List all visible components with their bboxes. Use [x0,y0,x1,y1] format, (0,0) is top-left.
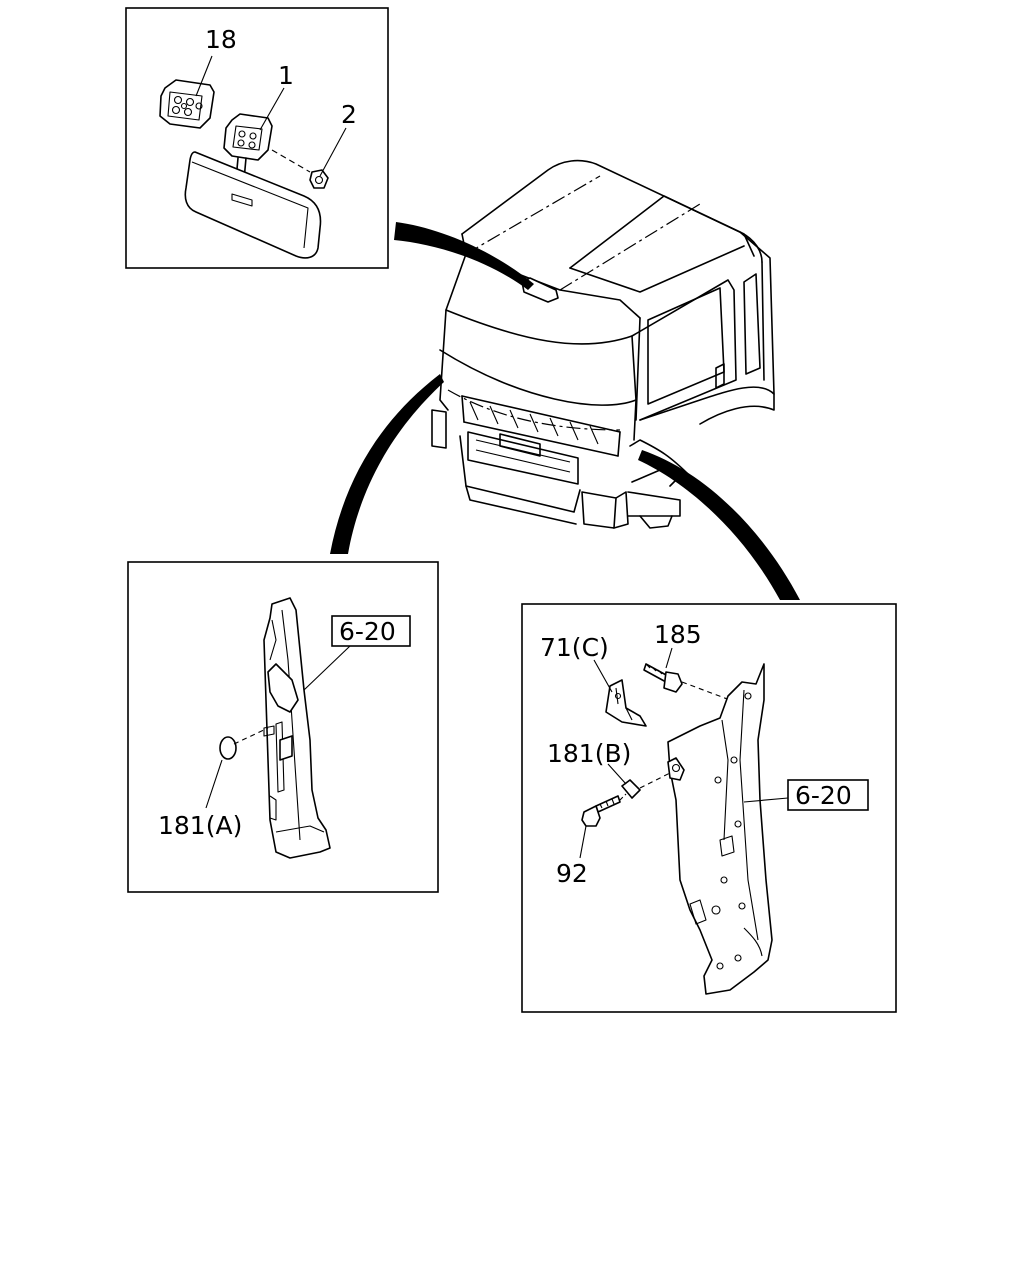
callout-185: 185 [654,620,702,649]
reference-6-20-left: 6-20 [339,617,396,646]
detail-box-mirror: 18 1 2 [125,7,389,269]
leader-92 [579,825,587,859]
detail-box-pillar-left: 6-20 181(A) [127,561,439,893]
callout-92: 92 [556,859,588,888]
callout-181a: 181(A) [158,811,242,840]
rear-view-mirror-part [184,113,322,259]
front-pillar-right-part [667,663,773,995]
bolt-185-part [643,663,683,693]
callout-181b: 181(B) [547,739,631,768]
bracket-71c-part [605,679,647,727]
leader-ref-left [303,645,351,691]
mirror-screw-part [271,149,329,189]
front-pillar-left-part [263,597,331,859]
pointer-arrows [330,222,800,600]
truck-cab-illustration [431,159,775,529]
detail-box-pillar-right: 6-20 71(C) 185 181(B) 92 [521,603,897,1013]
callout-1: 1 [278,61,294,90]
grommet-181a-part [219,736,237,760]
leader-ref-right [743,797,789,803]
reference-box-right [787,779,869,811]
leader-181b [607,763,627,785]
leader-181a [205,759,223,809]
mirror-base-cover-part [159,79,215,129]
leader-185 [665,647,673,669]
reference-6-20-right: 6-20 [795,781,852,810]
leader-1 [259,87,285,131]
leader-2 [319,127,347,177]
callout-2: 2 [341,100,357,129]
callout-18: 18 [205,25,237,54]
grommet-181b-part [621,779,641,799]
bolt-92-part [581,795,621,827]
grommet-181a-guide [233,727,269,745]
reference-box-left [331,615,411,647]
leader-18 [195,55,213,97]
leader-71c [593,659,613,693]
callout-71c: 71(C) [540,633,609,662]
